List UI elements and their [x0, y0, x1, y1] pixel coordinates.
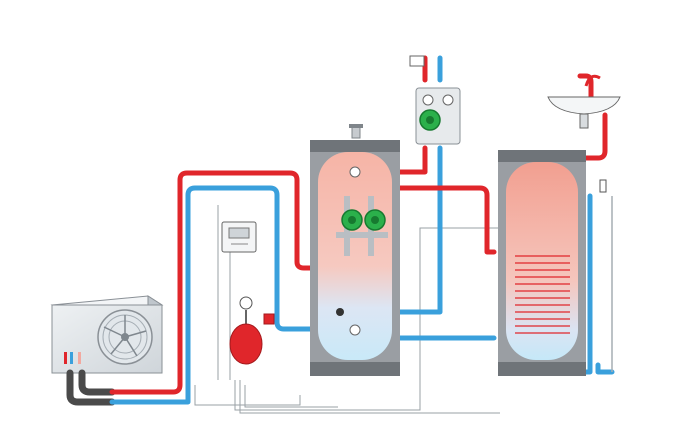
- faucet-icon: [584, 74, 601, 87]
- control-wires: [194, 205, 500, 414]
- sensor-icon: [336, 308, 344, 316]
- gauge-icon: [442, 94, 454, 106]
- pump-station: [409, 55, 461, 145]
- hot-water-cylinder: [498, 150, 586, 376]
- thermometer-icon: [349, 166, 361, 178]
- valve-icon: [409, 55, 425, 67]
- flex-hoses: [66, 369, 116, 406]
- controller: [221, 221, 257, 253]
- expansion-vessel: [229, 296, 275, 365]
- pump-group: [336, 166, 388, 336]
- cold-inlet: [599, 179, 613, 372]
- gauge-icon: [239, 296, 253, 310]
- buffer-tank: [310, 124, 400, 376]
- sink: [547, 74, 621, 129]
- heating-coil: [515, 255, 570, 334]
- heat-pump: [50, 295, 164, 374]
- fan-icon: [97, 309, 153, 365]
- gauge-icon: [422, 94, 434, 106]
